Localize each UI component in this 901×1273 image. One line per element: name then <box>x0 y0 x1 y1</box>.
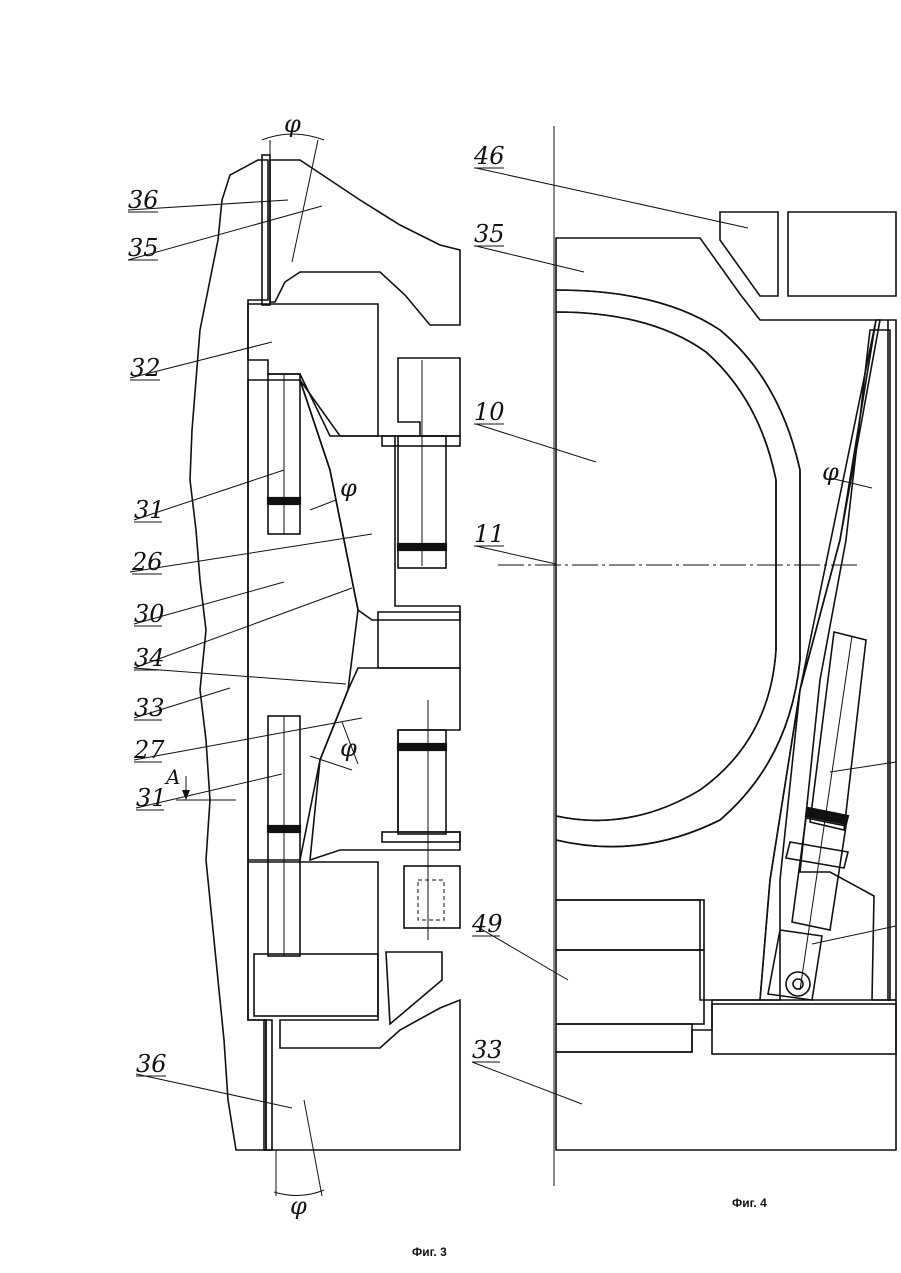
leader-lines-fig4 <box>472 168 896 1104</box>
label-33-fig4: 33 <box>472 1036 503 1064</box>
label-10: 10 <box>474 398 505 426</box>
block-49 <box>556 950 704 1024</box>
label-30: 30 <box>134 600 165 628</box>
label-49: 49 <box>471 910 503 938</box>
angle-phi-lower: φ <box>340 734 357 762</box>
pin-31-upper <box>268 374 300 534</box>
block-26 <box>300 380 460 620</box>
label-36-top: 36 <box>128 186 159 214</box>
label-36-bottom: 36 <box>136 1050 167 1078</box>
cylinder-lower-right <box>382 700 460 940</box>
angle-phi-top: φ <box>284 110 301 138</box>
label-34: 34 <box>134 644 165 672</box>
label-31-lower: 31 <box>136 784 167 812</box>
angle-phi-fig4: φ <box>822 458 839 486</box>
housing-35-upper <box>270 160 460 325</box>
labels-fig3: 36 35 32 31 26 30 34 33 27 31 36 φ φ φ φ… <box>128 110 447 1259</box>
label-26: 26 <box>131 548 163 576</box>
angle-phi-bottom: φ <box>290 1192 307 1220</box>
label-46: 46 <box>473 142 505 170</box>
leader-lines-fig3 <box>128 200 372 1108</box>
figure-4-drawing <box>472 126 896 1186</box>
block-49-lower <box>556 1024 692 1052</box>
cylinder-upper-right <box>382 360 460 568</box>
housing-33-fig4 <box>556 1000 896 1150</box>
section-label-a: A <box>164 765 180 789</box>
section-arrow <box>182 790 190 800</box>
label-11: 11 <box>474 520 505 548</box>
segment-top-right <box>788 212 896 296</box>
label-32: 32 <box>130 354 161 382</box>
label-31-upper: 31 <box>134 496 165 524</box>
label-35-fig4: 35 <box>474 220 505 248</box>
block-triangle <box>386 952 442 1024</box>
lower-strip <box>712 1004 896 1054</box>
label-33: 33 <box>134 694 165 722</box>
block-49-upper <box>556 900 704 950</box>
angle-phi-upper: φ <box>340 474 357 502</box>
ball-10 <box>556 312 776 820</box>
cylinder-fig4 <box>768 632 866 1000</box>
block-lower-inner <box>254 954 378 1016</box>
block-upper-right <box>398 358 460 436</box>
right-wedge <box>760 320 896 1000</box>
caption-fig3: Фиг. 3 <box>412 1245 447 1259</box>
figure-3-drawing <box>128 134 460 1196</box>
label-35: 35 <box>128 234 159 262</box>
pin-31-lower <box>268 716 300 956</box>
caption-fig4: Фиг. 4 <box>732 1196 767 1210</box>
label-27: 27 <box>133 736 165 764</box>
housing-33 <box>190 160 268 1150</box>
liner-curved <box>556 290 800 847</box>
segment-46 <box>720 212 778 296</box>
